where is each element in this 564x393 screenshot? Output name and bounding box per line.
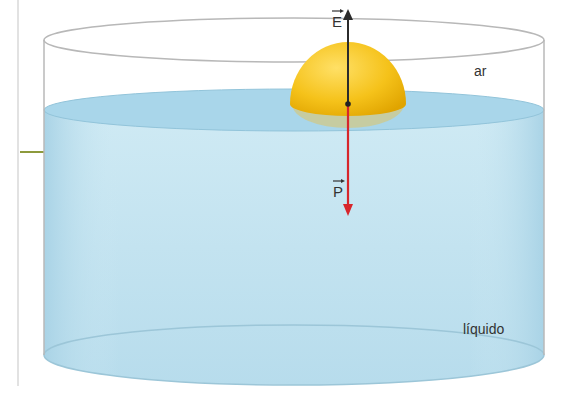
force-label: E <box>332 14 342 29</box>
medium-label: ar <box>474 64 486 78</box>
medium-label: líquido <box>463 322 504 336</box>
force-label: P <box>333 184 343 199</box>
